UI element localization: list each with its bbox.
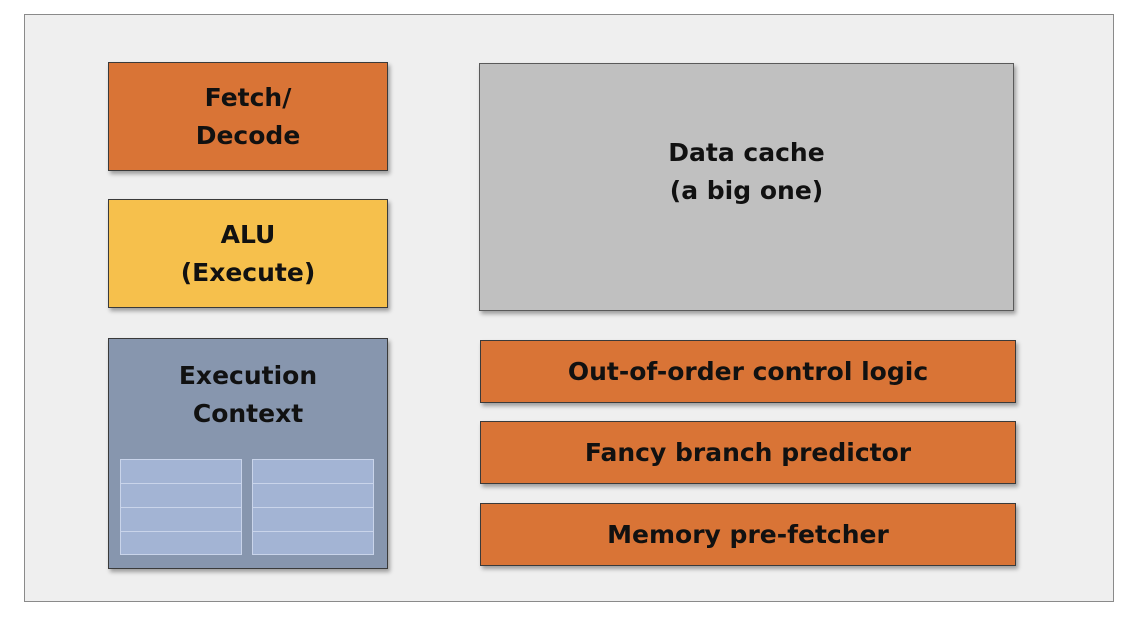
fetch-decode-block: Fetch/ Decode — [108, 62, 388, 171]
register — [121, 532, 241, 556]
data-cache-label-line1: Data cache — [668, 138, 825, 167]
fetch-decode-label-line1: Fetch/ — [204, 82, 292, 112]
out-of-order-logic-block: Out-of-order control logic — [480, 340, 1016, 403]
register — [253, 460, 373, 484]
prefetcher-label: Memory pre-fetcher — [607, 519, 889, 549]
register — [253, 484, 373, 508]
alu-label-line1: ALU — [220, 219, 276, 249]
branch-predictor-block: Fancy branch predictor — [480, 421, 1016, 484]
alu-block: ALU (Execute) — [108, 199, 388, 308]
register-file-left — [120, 459, 242, 555]
register-file-right — [252, 459, 374, 555]
fetch-decode-label-line2: Decode — [195, 120, 301, 150]
register — [253, 508, 373, 532]
execution-context-block: Execution Context — [108, 338, 388, 569]
execution-context-label-line1: Execution — [178, 361, 318, 390]
register — [253, 532, 373, 556]
out-of-order-logic-label: Out-of-order control logic — [567, 356, 929, 386]
register — [121, 460, 241, 484]
data-cache-label-line2: (a big one) — [669, 176, 824, 205]
register — [121, 508, 241, 532]
alu-label-line2: (Execute) — [180, 257, 316, 287]
prefetcher-block: Memory pre-fetcher — [480, 503, 1016, 566]
branch-predictor-label: Fancy branch predictor — [584, 437, 912, 467]
execution-context-label-line2: Context — [192, 399, 304, 428]
register — [121, 484, 241, 508]
data-cache-block: Data cache (a big one) — [479, 63, 1014, 311]
